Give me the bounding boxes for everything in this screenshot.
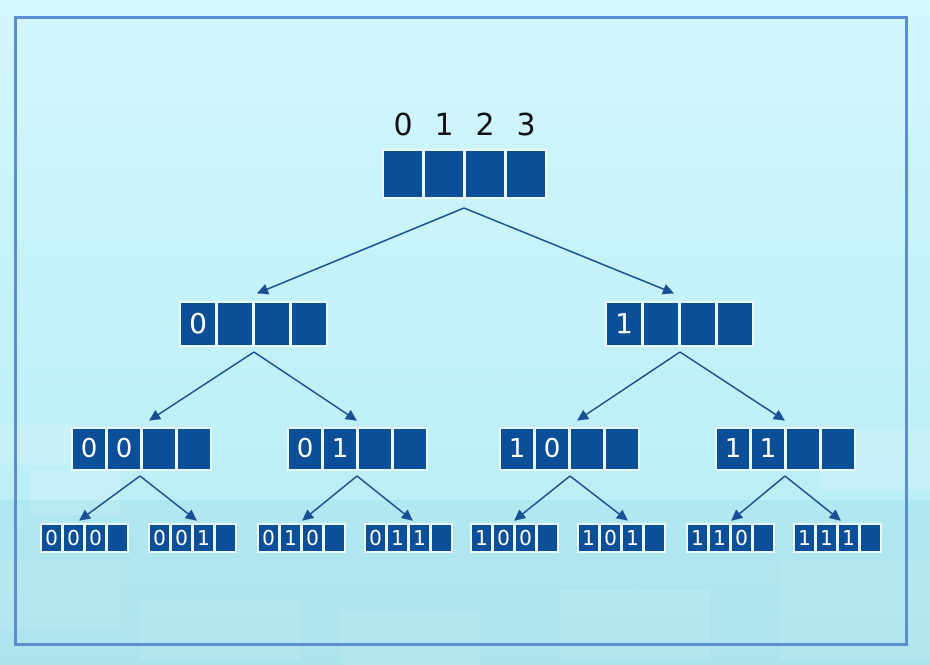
- node-00-cell-1: 0: [106, 427, 142, 471]
- node-1-cell-1: [642, 301, 680, 347]
- node-010-cell-0: 0: [257, 523, 280, 553]
- root-cell-2: [464, 149, 506, 199]
- node-010-cell-1: 1: [279, 523, 302, 553]
- edge-10-to-100: [514, 475, 571, 521]
- node-110-cell-3: [752, 523, 775, 553]
- node-00-cell-0: 0: [71, 427, 107, 471]
- node-1-cell-2: [679, 301, 717, 347]
- node-10-cell-1: 0: [534, 427, 570, 471]
- node-01-cell-1: 1: [322, 427, 358, 471]
- node-01-cell-2: [357, 427, 393, 471]
- node-101-cell-2: 1: [621, 523, 644, 553]
- node-100-cell-1: 0: [492, 523, 515, 553]
- edge-00-to-001: [139, 475, 197, 521]
- node-110-cell-2: 0: [730, 523, 753, 553]
- node-10-cell-3: [604, 427, 640, 471]
- node-111-cell-1: 1: [815, 523, 838, 553]
- node-100-cell-3: [536, 523, 559, 553]
- node-0-cell-1: [216, 301, 254, 347]
- node-10-cell-0: 1: [499, 427, 535, 471]
- root-cell-3: [505, 149, 547, 199]
- edge-1-to-10: [577, 351, 681, 421]
- node-010-cell-3: [323, 523, 346, 553]
- node-1-cell-3: [716, 301, 754, 347]
- node-010-cell-2: 0: [301, 523, 324, 553]
- node-011-cell-3: [430, 523, 453, 553]
- edge-11-to-110: [731, 475, 786, 521]
- node-111-cell-3: [859, 523, 882, 553]
- node-101-cell-1: 0: [599, 523, 622, 553]
- node-00-cell-3: [176, 427, 212, 471]
- top-label-1: 1: [434, 108, 454, 143]
- node-1-cell-0: 1: [605, 301, 643, 347]
- edge-10-to-101: [569, 475, 628, 521]
- edge-00-to-000: [79, 475, 141, 521]
- node-001-cell-3: [214, 523, 237, 553]
- node-000-cell-1: 0: [62, 523, 85, 553]
- node-01-cell-0: 0: [287, 427, 323, 471]
- node-101-cell-3: [643, 523, 666, 553]
- node-11-cell-1: 1: [750, 427, 786, 471]
- node-001-cell-2: 1: [192, 523, 215, 553]
- edge-root-to-0: [256, 207, 465, 295]
- edge-0-to-00: [149, 351, 255, 421]
- node-011-cell-1: 1: [386, 523, 409, 553]
- node-001-cell-0: 0: [148, 523, 171, 553]
- node-100-cell-2: 0: [514, 523, 537, 553]
- node-01-cell-3: [392, 427, 428, 471]
- node-10-cell-2: [569, 427, 605, 471]
- node-11-cell-3: [820, 427, 856, 471]
- top-label-0: 0: [393, 108, 413, 143]
- edge-11-to-111: [784, 475, 841, 521]
- edge-01-to-011: [356, 475, 413, 521]
- edge-root-to-1: [463, 207, 675, 295]
- node-000-cell-2: 0: [84, 523, 107, 553]
- node-110-cell-0: 1: [686, 523, 709, 553]
- edge-1-to-11: [679, 351, 785, 421]
- node-0-cell-0: 0: [179, 301, 217, 347]
- frame-border: [14, 16, 908, 646]
- edge-01-to-010: [302, 475, 358, 521]
- node-0-cell-3: [290, 301, 328, 347]
- top-label-3: 3: [516, 108, 536, 143]
- node-111-cell-0: 1: [793, 523, 816, 553]
- node-111-cell-2: 1: [837, 523, 860, 553]
- node-000-cell-0: 0: [40, 523, 63, 553]
- node-000-cell-3: [106, 523, 129, 553]
- node-00-cell-2: [141, 427, 177, 471]
- node-110-cell-1: 1: [708, 523, 731, 553]
- node-101-cell-0: 1: [577, 523, 600, 553]
- node-0-cell-2: [253, 301, 291, 347]
- root-cell-1: [423, 149, 465, 199]
- node-001-cell-1: 0: [170, 523, 193, 553]
- node-11-cell-0: 1: [715, 427, 751, 471]
- edge-0-to-01: [253, 351, 357, 421]
- node-11-cell-2: [785, 427, 821, 471]
- node-011-cell-2: 1: [408, 523, 431, 553]
- top-label-2: 2: [475, 108, 495, 143]
- node-011-cell-0: 0: [364, 523, 387, 553]
- root-cell-0: [382, 149, 424, 199]
- node-100-cell-0: 1: [470, 523, 493, 553]
